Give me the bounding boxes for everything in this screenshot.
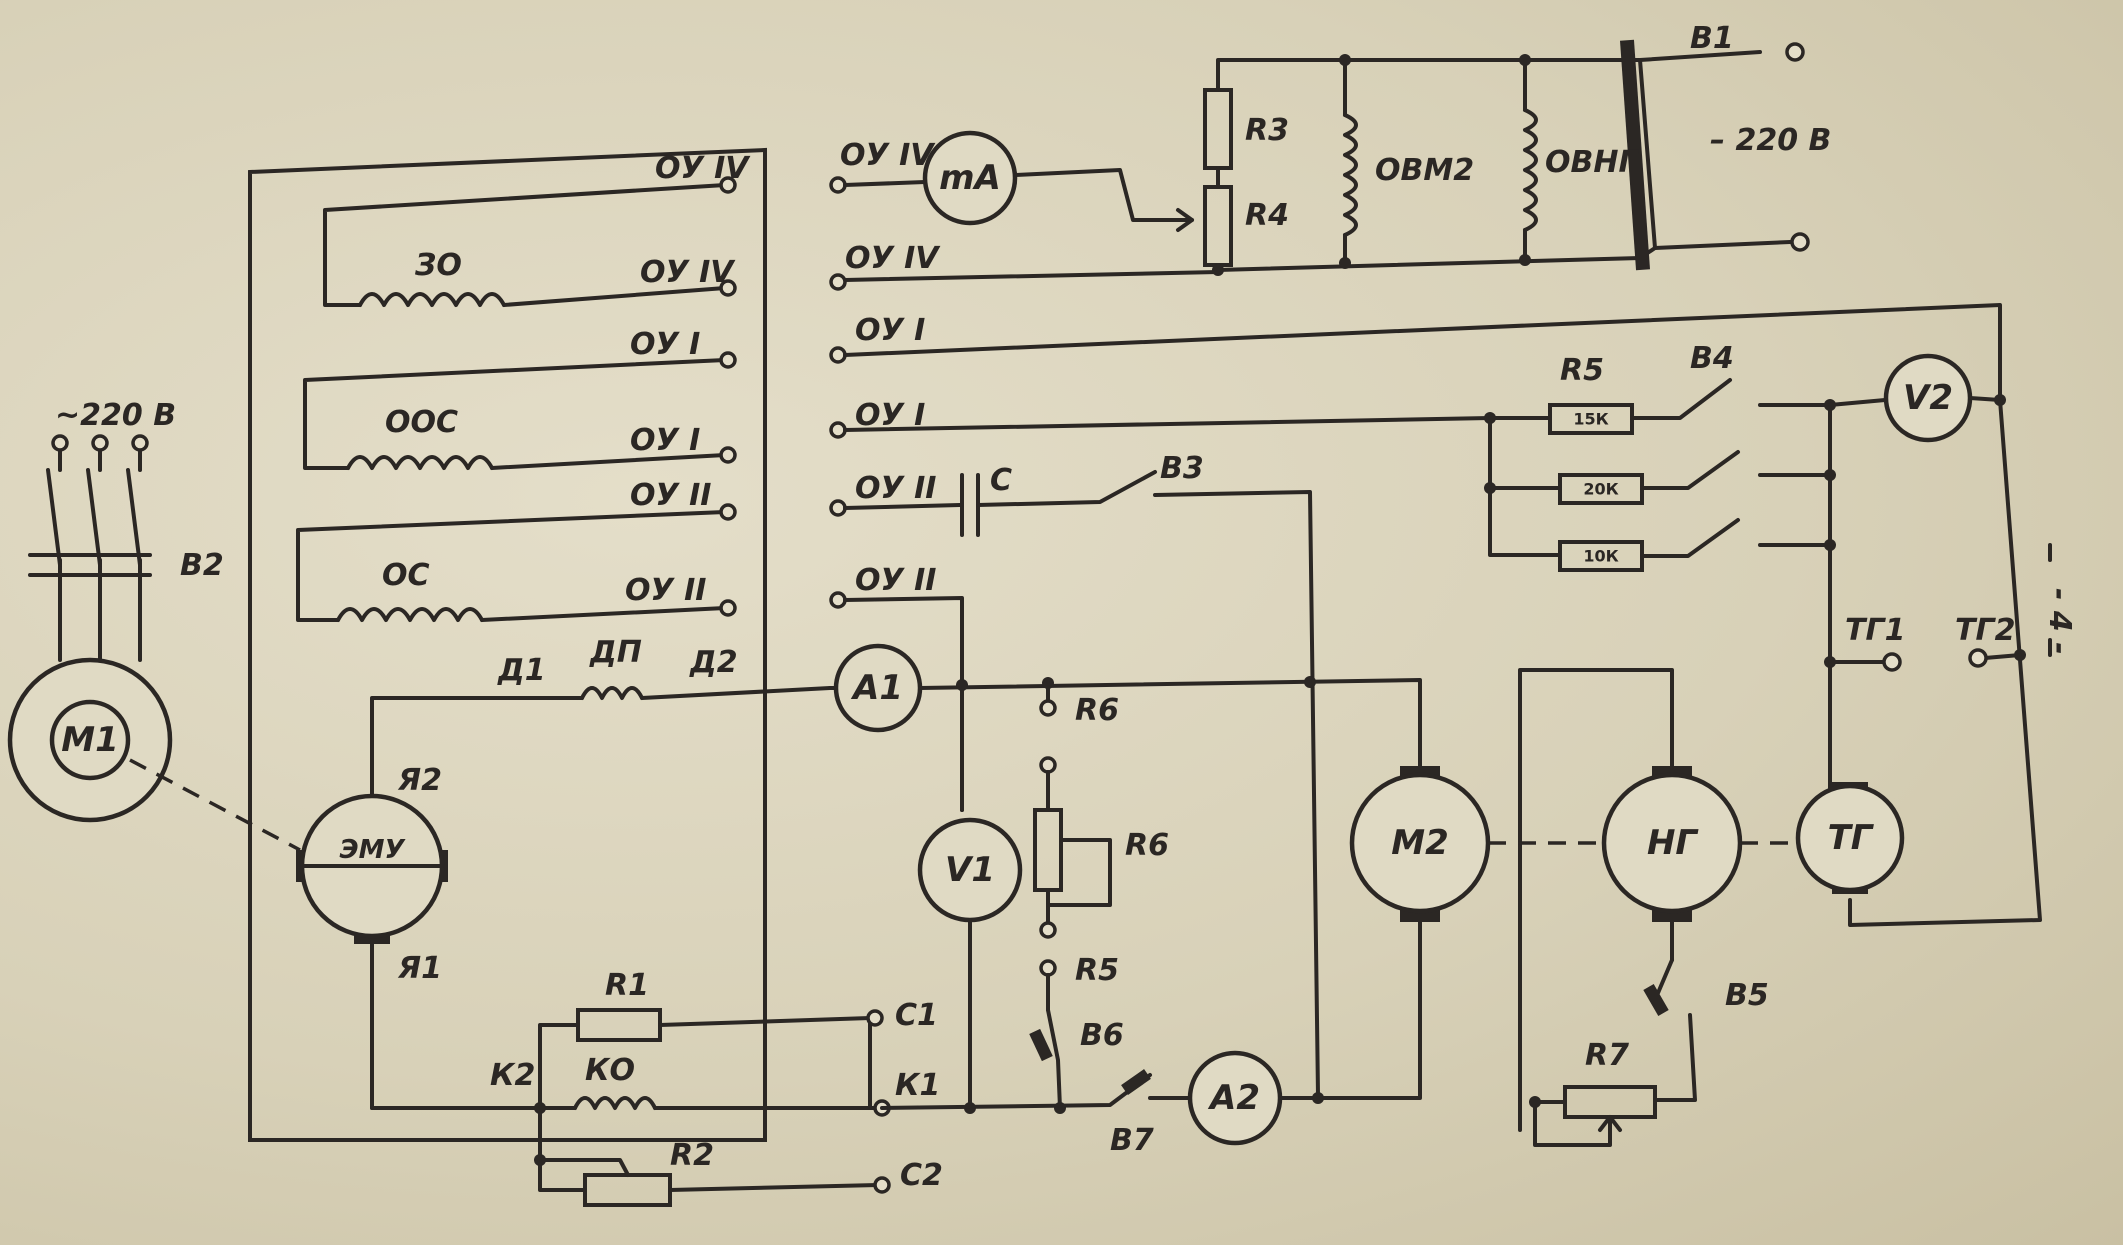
a1-line (828, 643, 1422, 772)
label-b2: В2 (180, 548, 224, 583)
label-m2: М2 (1391, 823, 1449, 863)
label-c2: С2 (900, 1158, 943, 1193)
label-ou-i-r1: ОУ I (855, 313, 925, 348)
label-ou-ii-r2: ОУ II (855, 563, 936, 598)
label-c: С (990, 463, 1012, 498)
label-b4: В4 (1690, 341, 1734, 376)
label-r6-top: R6 (1075, 693, 1119, 728)
terminal-ou-iv-b (719, 279, 737, 297)
label-ou-iv-r2: ОУ IV (845, 241, 941, 276)
label-ya2: Я2 (397, 763, 442, 798)
label-r5-b: R5 (1075, 953, 1119, 988)
winding-os (296, 503, 737, 622)
terminal-ou-ii-a (719, 503, 737, 521)
label-r5: R5 (1560, 353, 1604, 388)
label-r6: R6 (1125, 828, 1169, 863)
label-ovm2: ОВМ2 (1375, 153, 1474, 188)
label-c1: С1 (895, 998, 938, 1033)
label-v1: V1 (945, 850, 995, 890)
label-os: ОС (382, 558, 430, 593)
label-m1: М1 (61, 720, 119, 760)
label-b1: В1 (1690, 21, 1734, 56)
label-ou-ii-1: ОУ II (630, 478, 711, 513)
label-k2: К2 (490, 1058, 535, 1093)
b7-a2-circuit (880, 920, 1422, 1146)
label-dc-220: – 220 В (1710, 123, 1831, 158)
label-ma: mA (939, 158, 1001, 198)
label-d2: Д2 (689, 645, 738, 680)
label-zo: ЗО (414, 248, 462, 283)
terminal-ou-i-b (719, 446, 737, 464)
emu-machine (296, 793, 448, 1110)
r5-value-2: 20К (1583, 480, 1618, 499)
generator-ng (1518, 668, 1743, 1147)
ma-branch (829, 130, 1194, 232)
tachogenerator-tg (1795, 782, 1905, 894)
label-r4: R4 (1245, 198, 1289, 233)
label-oos: ООС (385, 405, 458, 440)
label-tg: ТГ (1828, 818, 1875, 858)
label-ou-iv-r1: ОУ IV (840, 138, 936, 173)
label-ou-i-r2: ОУ I (855, 398, 925, 433)
dp-winding (370, 686, 832, 814)
label-ou-iv-1: ОУ IV (655, 151, 751, 186)
ou-i-line: 15К 20К 10К (829, 303, 2042, 927)
terminal-ou-ii-b (719, 599, 737, 617)
label-ou-ii-2: ОУ II (625, 573, 706, 608)
emu-unit-enclosure (248, 147, 767, 1142)
motor-m1 (7, 434, 173, 823)
v1-line (829, 591, 1023, 1114)
label-dp: ДП (589, 635, 642, 670)
label-r3: R3 (1245, 113, 1289, 148)
label-v2: V2 (1903, 378, 1953, 418)
label-ovng: ОВНГ (1545, 145, 1639, 180)
terminal-ou-iv-a (719, 176, 737, 194)
terminal-ou-i-a (719, 351, 737, 369)
label-k1: К1 (895, 1068, 940, 1103)
label-b3: В3 (1160, 451, 1204, 486)
label-r2: R2 (670, 1138, 714, 1173)
label-a1: A1 (850, 668, 903, 708)
excitation-circuit (829, 39, 1810, 291)
label-r1: R1 (605, 968, 649, 1003)
r5-value-1: 15К (1573, 410, 1608, 429)
label-d1: Д1 (497, 653, 546, 688)
label-ng: НГ (1647, 823, 1699, 863)
r5-value-3: 10К (1583, 547, 1618, 566)
label-ou-i-1: ОУ I (630, 327, 700, 362)
label-k0: КО (585, 1053, 635, 1088)
label-ya1: Я1 (397, 951, 442, 986)
winding-zo (323, 176, 737, 307)
capacitor-line (829, 470, 1320, 1097)
label-mains-3phase: ~220 В (55, 398, 176, 433)
label-b5: В5 (1725, 978, 1769, 1013)
label-tg1: ТГ1 (1845, 613, 1905, 648)
r6-rheostat (1029, 756, 1112, 1114)
label-r7: R7 (1585, 1038, 1629, 1073)
label-ou-iv-2: ОУ IV (640, 255, 736, 290)
m1-emu-coupling (129, 758, 301, 852)
label-b6: В6 (1080, 1018, 1124, 1053)
bottom-network (370, 1008, 891, 1207)
label-ou-i-2: ОУ I (630, 423, 700, 458)
label-ou-ii-r1: ОУ II (855, 471, 936, 506)
label-tg2: ТГ2 (1955, 613, 2015, 648)
label-a2: A2 (1207, 1078, 1260, 1118)
page-number: - 4 - (2042, 588, 2077, 655)
label-emu: ЭМУ (340, 835, 407, 865)
winding-oos (303, 351, 737, 470)
label-b7: В7 (1110, 1123, 1154, 1158)
